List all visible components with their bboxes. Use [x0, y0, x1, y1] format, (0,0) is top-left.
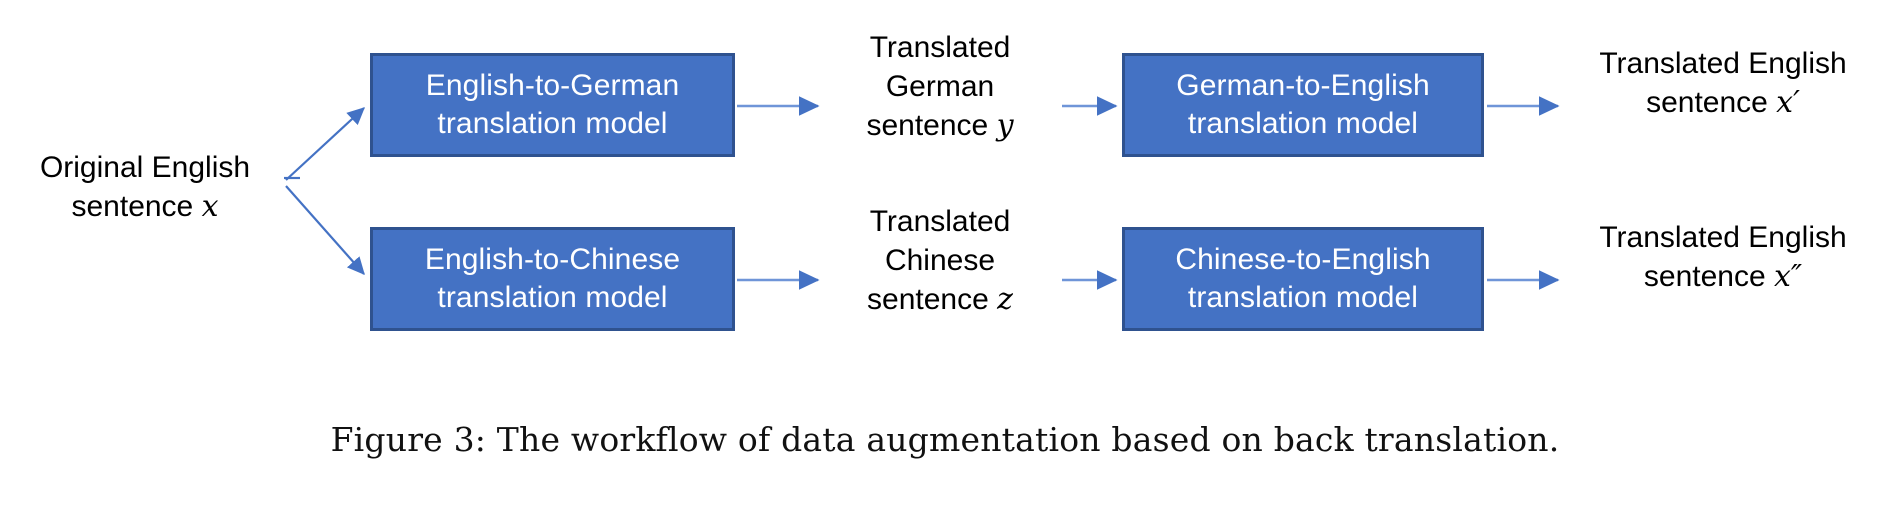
box-zh-en-line1: Chinese-to-English [1175, 242, 1431, 276]
box-en-zh-line1: English-to-Chinese [424, 242, 681, 276]
label-out-prime-line2: sentence x′ [1568, 83, 1878, 122]
label-translated-english-sentence-double-prime: Translated English sentence x″ [1568, 218, 1878, 296]
box-english-to-german-translation-model[interactable]: English-to-German translation model [370, 53, 735, 157]
label-original-line2: sentence x [10, 187, 280, 226]
figure-caption: Figure 3: The workflow of data augmentat… [330, 420, 1560, 459]
label-translated-german-sentence: Translated German sentence y [830, 28, 1050, 145]
box-de-en-line2: translation model [1187, 107, 1419, 140]
label-chinese-line3-prefix: sentence [867, 283, 998, 316]
label-out-prime-line1: Translated English [1599, 47, 1847, 80]
box-en-de-line2: translation model [437, 107, 668, 140]
label-german-line2: German [885, 70, 995, 103]
label-out-dprime-variable: x″ [1773, 259, 1803, 294]
label-out-dprime-line1: Translated English [1599, 221, 1847, 254]
label-original-english-sentence: Original English sentence x [10, 148, 280, 226]
box-de-en-line1: German-to-English [1176, 68, 1430, 102]
label-out-prime-line2-prefix: sentence [1646, 86, 1777, 119]
label-german-line3: sentence y [830, 106, 1050, 145]
label-chinese-line2: Chinese [884, 244, 996, 277]
label-german-line3-prefix: sentence [866, 109, 997, 142]
label-chinese-variable: z [997, 282, 1013, 317]
label-out-prime-variable: x′ [1776, 85, 1800, 120]
box-chinese-to-english-translation-model[interactable]: Chinese-to-English translation model [1122, 227, 1484, 331]
box-en-de-line1: English-to-German [425, 68, 680, 102]
arrow-source-to-en-zh [285, 185, 365, 275]
label-original-line1: Original English [39, 151, 251, 184]
label-chinese-line3: sentence z [830, 280, 1050, 319]
label-out-dprime-line2: sentence x″ [1568, 257, 1878, 296]
label-german-variable: y [996, 108, 1014, 143]
box-english-to-chinese-translation-model[interactable]: English-to-Chinese translation model [370, 227, 735, 331]
label-out-dprime-line2-prefix: sentence [1643, 260, 1774, 293]
box-zh-en-line2: translation model [1187, 281, 1419, 314]
label-german-line1: Translated [869, 31, 1011, 64]
box-german-to-english-translation-model[interactable]: German-to-English translation model [1122, 53, 1484, 157]
label-original-line2-prefix: sentence [71, 190, 202, 223]
label-chinese-line1: Translated [869, 205, 1011, 238]
box-en-zh-line2: translation model [437, 281, 668, 314]
label-original-variable: x [201, 189, 219, 224]
arrow-source-to-en-de [284, 107, 365, 181]
label-translated-chinese-sentence: Translated Chinese sentence z [830, 202, 1050, 319]
label-translated-english-sentence-prime: Translated English sentence x′ [1568, 44, 1878, 122]
